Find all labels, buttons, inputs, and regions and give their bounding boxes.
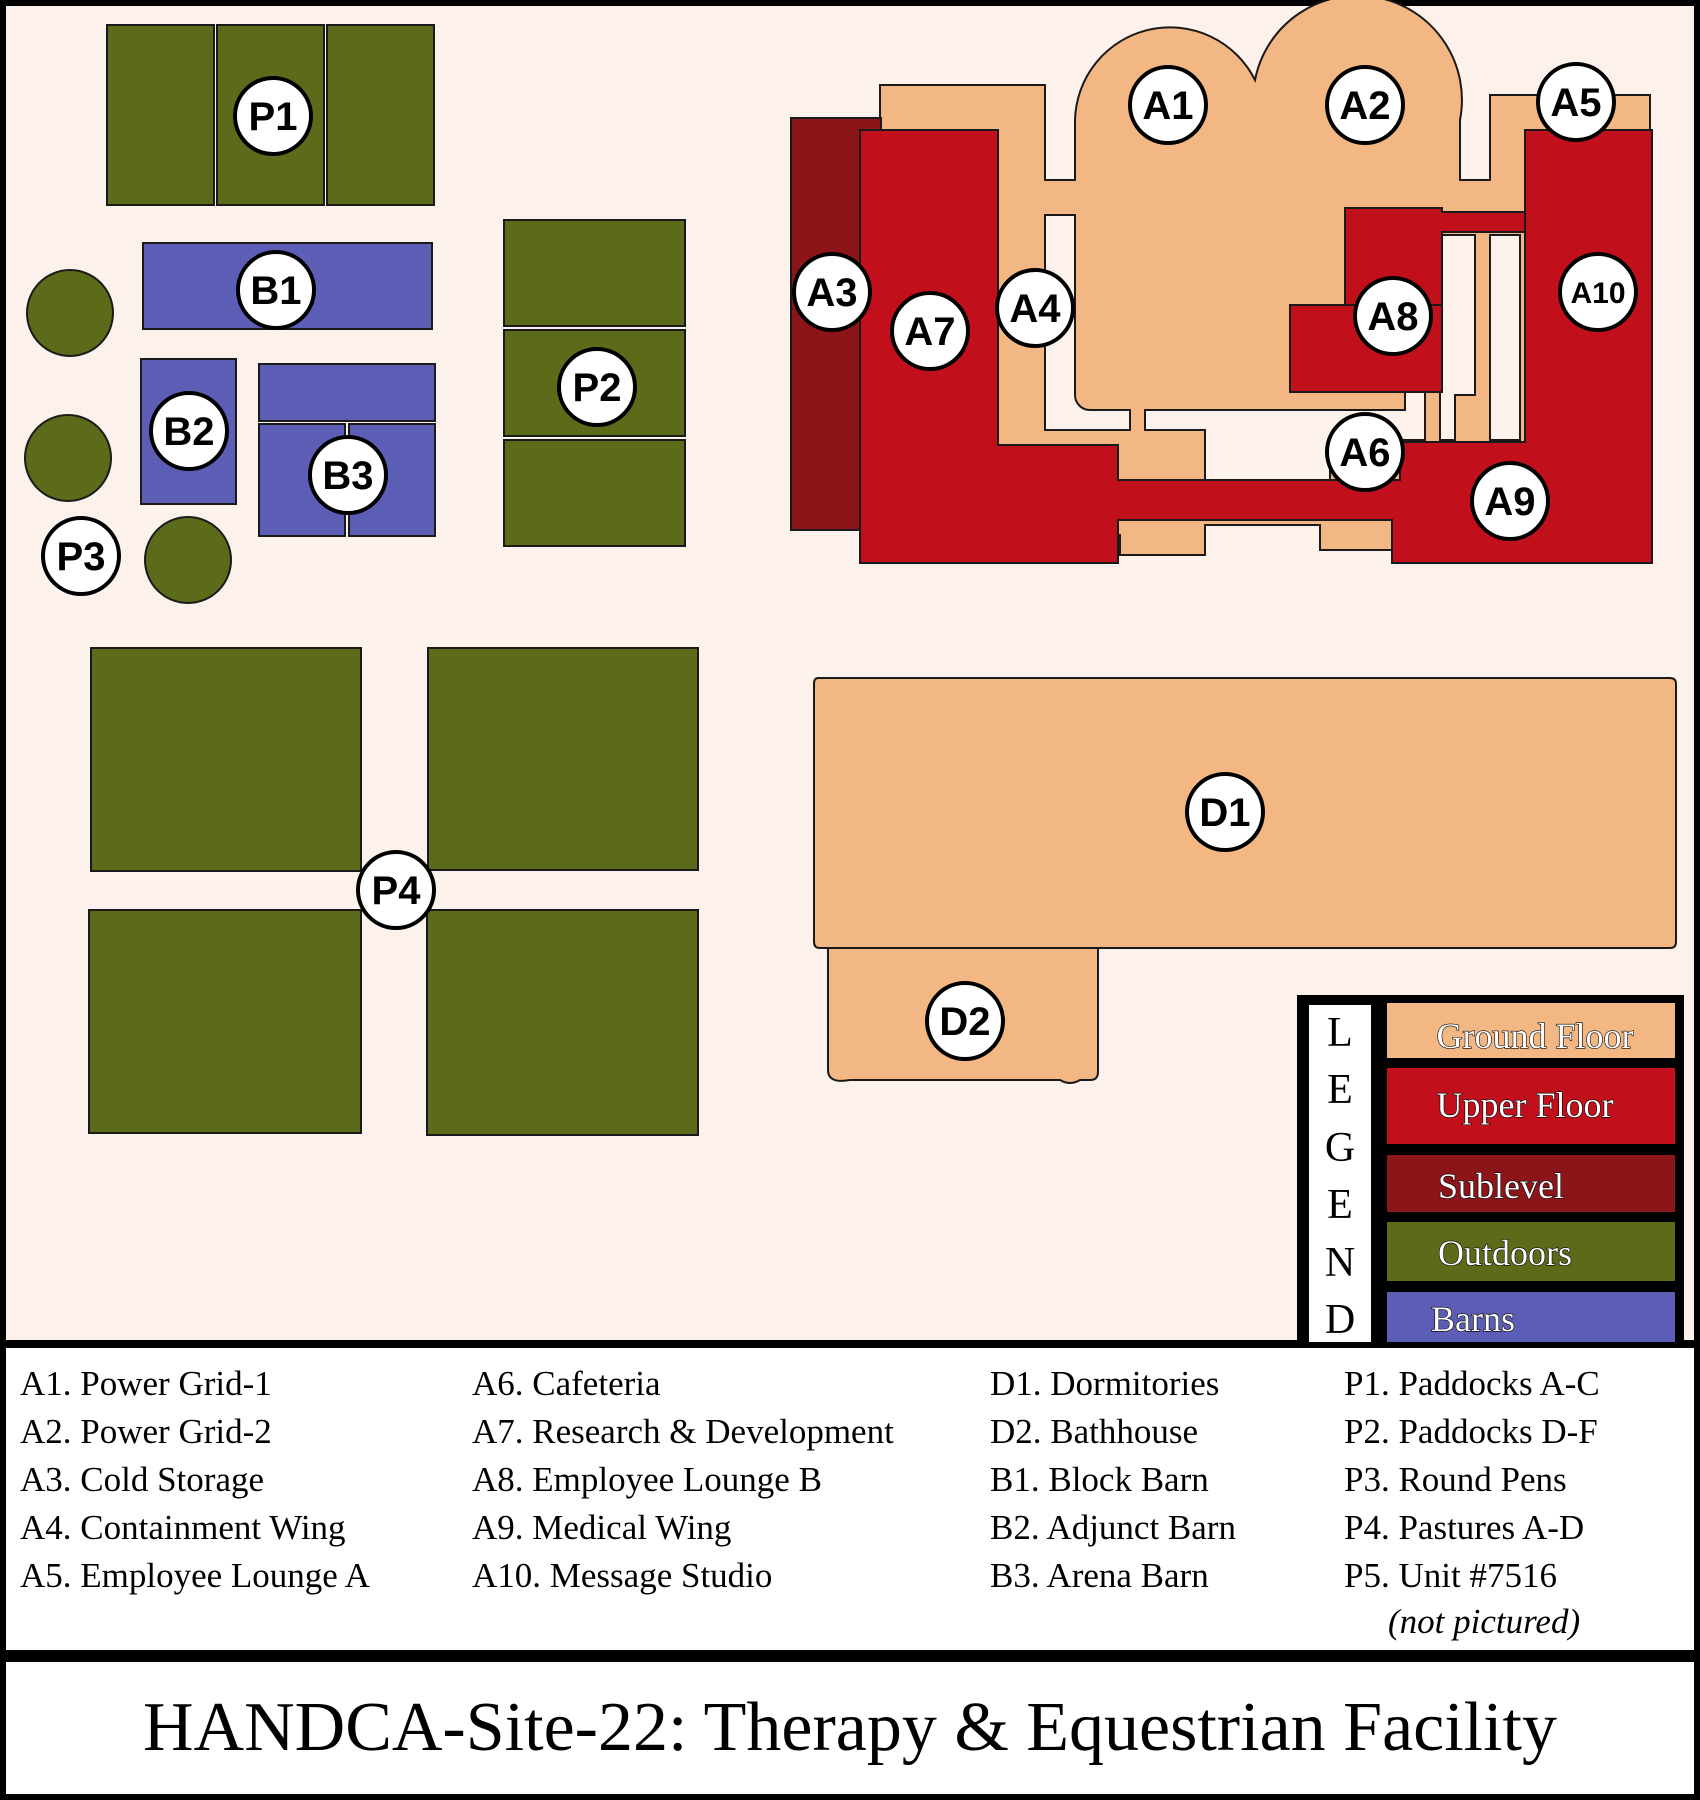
location-key: A1. Power Grid-1 A2. Power Grid-2 A3. Co… — [6, 1348, 1694, 1650]
marker-a3[interactable]: A3 — [792, 252, 872, 332]
key-column-2: A6. Cafeteria A7. Research & Development… — [472, 1360, 894, 1600]
legend-swatch-sublevel — [1387, 1155, 1675, 1212]
key-column-4: P1. Paddocks A-C P2. Paddocks D-F P3. Ro… — [1344, 1360, 1600, 1644]
svg-text:N: N — [1325, 1240, 1355, 1286]
legend-label-outdoors: Outdoors — [1438, 1233, 1572, 1273]
svg-text:D2: D2 — [939, 1000, 990, 1044]
main-building-a[interactable] — [790, 0, 1653, 564]
svg-text:A4: A4 — [1009, 287, 1061, 331]
key-item: B3. Arena Barn — [990, 1556, 1209, 1595]
key-item: A10. Message Studio — [472, 1556, 773, 1595]
key-item: A7. Research & Development — [472, 1412, 894, 1451]
marker-d1[interactable]: D1 — [1185, 772, 1265, 852]
key-item: A6. Cafeteria — [472, 1364, 661, 1403]
marker-p1[interactable]: P1 — [233, 76, 313, 156]
svg-text:E: E — [1327, 1067, 1353, 1113]
key-item: P2. Paddocks D-F — [1344, 1412, 1598, 1451]
key-column-3: D1. Dormitories D2. Bathhouse B1. Block … — [990, 1360, 1236, 1600]
svg-text:D1: D1 — [1199, 791, 1250, 835]
marker-a6[interactable]: A6 — [1325, 412, 1405, 492]
svg-text:A3: A3 — [806, 271, 857, 315]
marker-b2[interactable]: B2 — [149, 391, 229, 471]
legend-swatch-upper — [1387, 1068, 1675, 1144]
key-column-1: A1. Power Grid-1 A2. Power Grid-2 A3. Co… — [20, 1360, 370, 1600]
key-item: A2. Power Grid-2 — [20, 1412, 272, 1451]
svg-text:A7: A7 — [904, 310, 955, 354]
svg-text:E: E — [1327, 1182, 1353, 1228]
key-item: A5. Employee Lounge A — [20, 1556, 370, 1595]
marker-b3[interactable]: B3 — [308, 435, 388, 515]
legend-label-upper: Upper Floor — [1437, 1085, 1614, 1125]
svg-text:A5: A5 — [1550, 81, 1601, 125]
key-item: B2. Adjunct Barn — [990, 1508, 1236, 1547]
legend-label-barns: Barns — [1431, 1299, 1515, 1339]
legend-swatch-barns — [1387, 1292, 1675, 1342]
key-item: A3. Cold Storage — [20, 1460, 265, 1499]
page-title: HANDCA-Site-22: Therapy & Equestrian Fac… — [6, 1662, 1694, 1794]
marker-a2[interactable]: A2 — [1325, 65, 1405, 145]
marker-p4[interactable]: P4 — [356, 850, 436, 930]
svg-text:B3: B3 — [322, 454, 373, 498]
key-item: A8. Employee Lounge B — [472, 1460, 822, 1499]
svg-text:L: L — [1327, 1010, 1353, 1056]
svg-text:A2: A2 — [1339, 84, 1390, 128]
key-item: P3. Round Pens — [1344, 1460, 1567, 1499]
marker-a8[interactable]: A8 — [1353, 276, 1433, 356]
marker-a10[interactable]: A10 — [1558, 252, 1638, 332]
marker-a1[interactable]: A1 — [1128, 65, 1208, 145]
svg-text:A6: A6 — [1339, 431, 1390, 475]
key-note: (not pictured) — [1388, 1602, 1581, 1641]
key-item: P1. Paddocks A-C — [1344, 1364, 1600, 1403]
svg-text:P1: P1 — [249, 95, 298, 139]
marker-p2[interactable]: P2 — [557, 347, 637, 427]
map-legend: L E G E N D Ground Floor Upper Floor Sub… — [1297, 995, 1684, 1343]
svg-text:B1: B1 — [250, 269, 301, 313]
key-item: A1. Power Grid-1 — [20, 1364, 272, 1403]
legend-label-sublevel: Sublevel — [1438, 1166, 1564, 1206]
marker-a9[interactable]: A9 — [1470, 461, 1550, 541]
key-item: D1. Dormitories — [990, 1364, 1220, 1403]
marker-a7[interactable]: A7 — [890, 291, 970, 371]
marker-b1[interactable]: B1 — [236, 250, 316, 330]
svg-text:A1: A1 — [1142, 84, 1193, 128]
legend-label-ground: Ground Floor — [1437, 1016, 1634, 1056]
key-item: P5. Unit #7516 — [1344, 1556, 1557, 1595]
key-item: D2. Bathhouse — [990, 1412, 1199, 1451]
paddocks-p1[interactable] — [106, 24, 435, 206]
svg-text:D: D — [1325, 1297, 1355, 1343]
marker-p3[interactable]: P3 — [41, 516, 121, 596]
svg-text:A9: A9 — [1484, 480, 1535, 524]
svg-text:A10: A10 — [1570, 277, 1625, 310]
marker-d2[interactable]: D2 — [925, 981, 1005, 1061]
legend-swatch-outdoors — [1387, 1222, 1675, 1281]
marker-a4[interactable]: A4 — [995, 268, 1075, 348]
key-item: A4. Containment Wing — [20, 1508, 346, 1547]
svg-text:A8: A8 — [1367, 295, 1418, 339]
svg-text:P3: P3 — [57, 535, 106, 579]
svg-text:P4: P4 — [372, 869, 422, 913]
pastures-p4[interactable] — [88, 647, 699, 1136]
svg-text:G: G — [1325, 1125, 1355, 1171]
upper-floor-wings[interactable] — [859, 129, 1653, 564]
round-pens-p3[interactable] — [24, 269, 232, 604]
legend-swatch-ground — [1387, 1003, 1675, 1058]
key-item: A9. Medical Wing — [472, 1508, 732, 1547]
key-item: B1. Block Barn — [990, 1460, 1209, 1499]
svg-text:B2: B2 — [163, 410, 214, 454]
svg-text:P2: P2 — [573, 366, 622, 410]
marker-a5[interactable]: A5 — [1536, 62, 1616, 142]
key-item: P4. Pastures A-D — [1344, 1508, 1585, 1547]
